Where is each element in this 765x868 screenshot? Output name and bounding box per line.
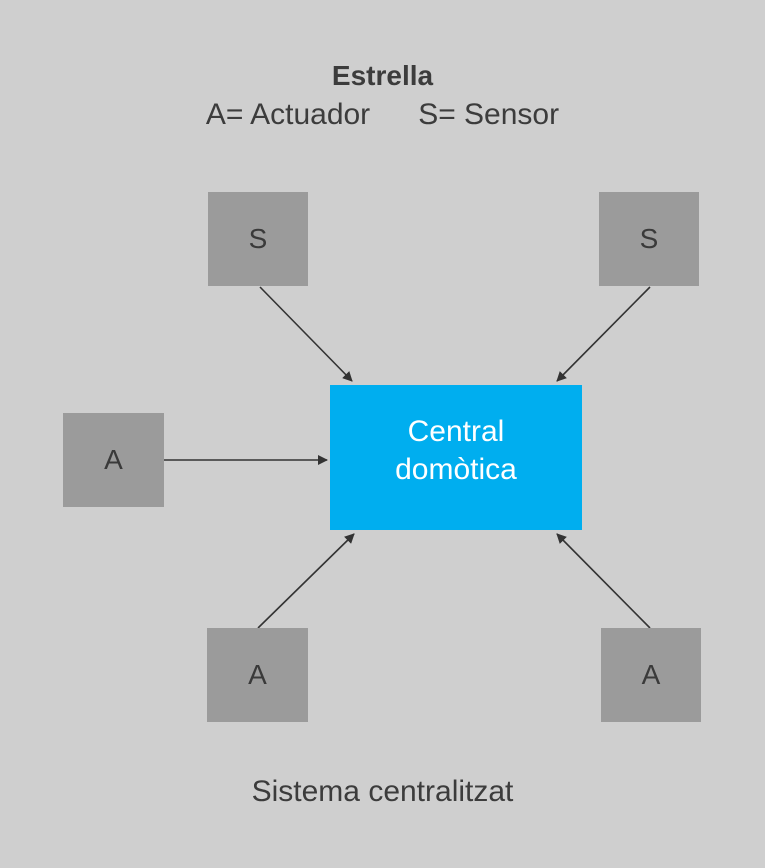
- actuator-node-bottom-left: A: [207, 628, 308, 722]
- arrow-sensor-top-left: [259, 286, 353, 382]
- diagram-caption: Sistema centralitzat: [251, 775, 514, 808]
- arrow-actuator-bottom-right: [556, 533, 651, 629]
- central-node: Central domòtica: [330, 385, 582, 530]
- legend-actuator: A= Actuador: [205, 98, 371, 131]
- sensor-node-top-right: S: [599, 192, 699, 286]
- actuator-node-bottom-right: A: [601, 628, 701, 722]
- diagram-title: Estrella: [331, 60, 434, 91]
- legend: A= Actuador S= Sensor: [0, 95, 765, 135]
- legend-sensor: S= Sensor: [418, 98, 560, 131]
- actuator-node-left: A: [63, 413, 164, 507]
- arrow-sensor-top-right: [556, 286, 651, 382]
- arrow-actuator-bottom-left: [257, 533, 355, 629]
- central-label-line1: Central: [407, 414, 505, 448]
- sensor-node-top-left: S: [208, 192, 308, 286]
- central-label-line2: domòtica: [395, 452, 517, 486]
